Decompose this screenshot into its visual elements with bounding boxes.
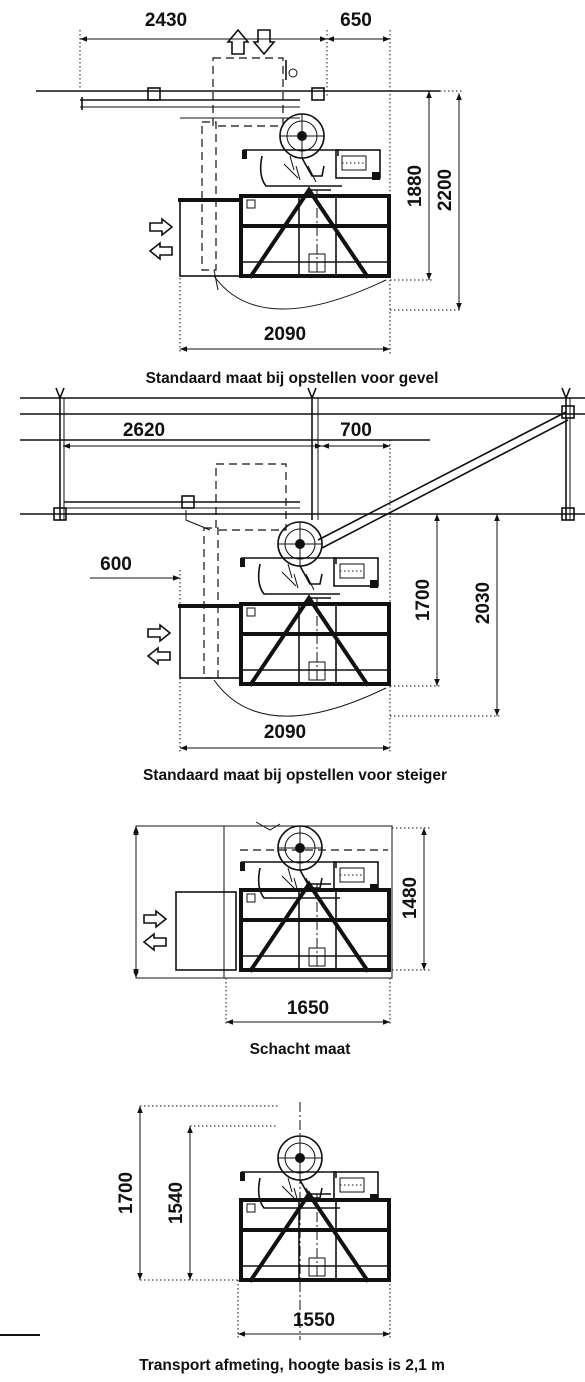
dim-steiger-1700: 1700 — [413, 579, 434, 621]
arrow-in-icon — [147, 623, 172, 643]
dim-gevel-650: 650 — [340, 10, 372, 31]
down-arrow-icon — [252, 29, 276, 56]
view-gevel: 2430 650 — [36, 10, 462, 387]
view-transport: 1700 1540 1550 Transport afmeting, hoogt… — [0, 1102, 445, 1374]
view-steiger: 2620 700 600 170 — [20, 387, 585, 784]
up-arrow-icon — [226, 28, 250, 55]
dim-schacht-1650: 1650 — [287, 998, 329, 1019]
caption-gevel: Standaard maat bij opstellen voor gevel — [146, 370, 439, 387]
arrow-in-icon — [143, 909, 168, 929]
dim-gevel-1880: 1880 — [405, 165, 426, 207]
view-schacht: 1480 1650 Schacht maat — [133, 821, 432, 1058]
dim-steiger-2030: 2030 — [473, 582, 494, 624]
dim-gevel-2090: 2090 — [264, 324, 306, 345]
dim-steiger-700: 700 — [340, 420, 372, 441]
dim-gevel-2200: 2200 — [435, 169, 456, 211]
dim-transport-1700: 1700 — [116, 1172, 137, 1214]
arrow-out-icon — [142, 932, 167, 952]
dim-steiger-600: 600 — [100, 554, 132, 575]
arrow-out-icon — [146, 646, 171, 666]
arrow-out-icon — [148, 241, 173, 261]
caption-transport: Transport afmeting, hoogte basis is 2,1 … — [139, 1357, 445, 1374]
caption-schacht: Schacht maat — [250, 1041, 351, 1058]
caption-steiger: Standaard maat bij opstellen voor steige… — [143, 767, 447, 784]
dim-schacht-1480: 1480 — [400, 877, 421, 919]
arrow-in-icon — [149, 217, 174, 237]
dim-gevel-2430: 2430 — [145, 10, 187, 31]
dim-steiger-2620: 2620 — [123, 420, 165, 441]
dim-transport-1540: 1540 — [166, 1182, 187, 1224]
dim-transport-1550: 1550 — [293, 1310, 335, 1331]
dim-steiger-2090: 2090 — [264, 722, 306, 743]
